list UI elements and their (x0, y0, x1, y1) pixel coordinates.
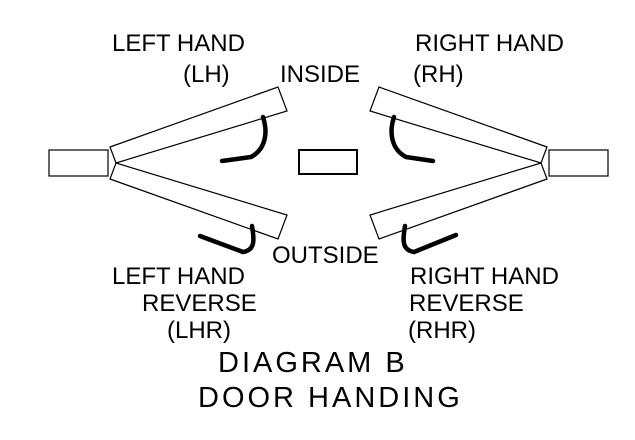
left-hand-reverse-label-line2: REVERSE (142, 290, 257, 317)
rh-abbrev-label: (RH) (413, 61, 464, 88)
lh-abbrev-label: (LH) (183, 61, 230, 88)
left-hand-reverse-label-line1: LEFT HAND (112, 263, 245, 290)
door-leaf-right-hand (369, 86, 548, 164)
outside-label: OUTSIDE (272, 242, 379, 269)
lhr-swing-arrow-icon (197, 223, 256, 255)
door-leaf-left-hand (109, 86, 288, 164)
right-hand-reverse-label-line2: REVERSE (409, 290, 524, 317)
lhr-abbrev-label: (LHR) (167, 317, 231, 344)
diagram-title-line1: DIAGRAM B (218, 347, 408, 379)
left-hand-label: LEFT HAND (112, 30, 245, 57)
center-mullion (298, 149, 358, 175)
right-hand-label: RIGHT HAND (415, 30, 564, 57)
door-leaf-left-hand-reverse (109, 162, 288, 240)
inside-label: INSIDE (280, 61, 360, 88)
rhr-abbrev-label: (RHR) (408, 317, 476, 344)
rh-swing-arrow-icon (389, 114, 436, 164)
rhr-swing-arrow-icon (401, 223, 459, 255)
lh-swing-arrow-icon (219, 114, 268, 164)
door-leaf-right-hand-reverse (369, 162, 548, 240)
right-hand-reverse-label-line1: RIGHT HAND (410, 263, 559, 290)
diagram-title-line2: DOOR HANDING (198, 382, 463, 414)
right-jamb (548, 149, 609, 177)
left-jamb (48, 149, 109, 177)
